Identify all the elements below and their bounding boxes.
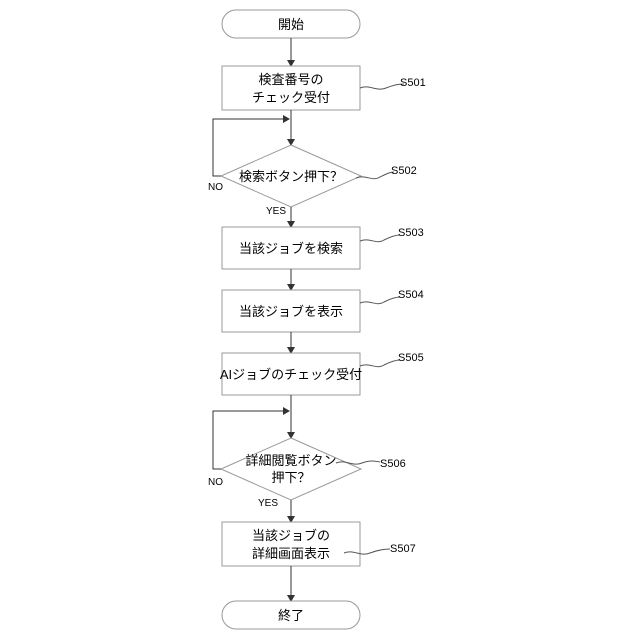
- s502-step-id: S502: [391, 165, 417, 177]
- end-label: 終了: [278, 608, 304, 623]
- s506-no-label: NO: [208, 477, 223, 488]
- s504-step-id: S504: [398, 289, 424, 301]
- s502-label: 検索ボタン押下？: [239, 169, 343, 184]
- s507-line2: 詳細画面表示: [252, 546, 330, 561]
- decision-s506: [221, 438, 361, 500]
- s506-line2: 押下？: [271, 470, 310, 485]
- s505-step-id: S505: [398, 352, 424, 364]
- s501-step-id: S501: [400, 77, 426, 89]
- s505-label: AIジョブのチェック受付: [220, 367, 362, 382]
- s504-leader: [360, 297, 400, 304]
- s506-line1: 詳細閲覧ボタン: [245, 453, 336, 468]
- s503-step-id: S503: [398, 227, 424, 239]
- s502-leader: [356, 172, 394, 179]
- s501-line1: 検査番号の: [258, 72, 323, 87]
- start-label: 開始: [278, 17, 304, 32]
- s502-no-label: NO: [208, 182, 223, 193]
- s506-yes-label: YES: [258, 498, 278, 509]
- s501-line2: チェック受付: [252, 90, 330, 105]
- s504-label: 当該ジョブを表示: [239, 304, 343, 319]
- s501-leader: [360, 84, 404, 89]
- s506-step-id: S506: [380, 458, 406, 470]
- s507-step-id: S507: [390, 543, 416, 555]
- s503-label: 当該ジョブを検索: [239, 241, 343, 256]
- s505-leader: [360, 360, 400, 367]
- s503-leader: [360, 235, 400, 242]
- s507-line1: 当該ジョブの: [252, 528, 330, 543]
- s502-yes-label: YES: [266, 206, 286, 217]
